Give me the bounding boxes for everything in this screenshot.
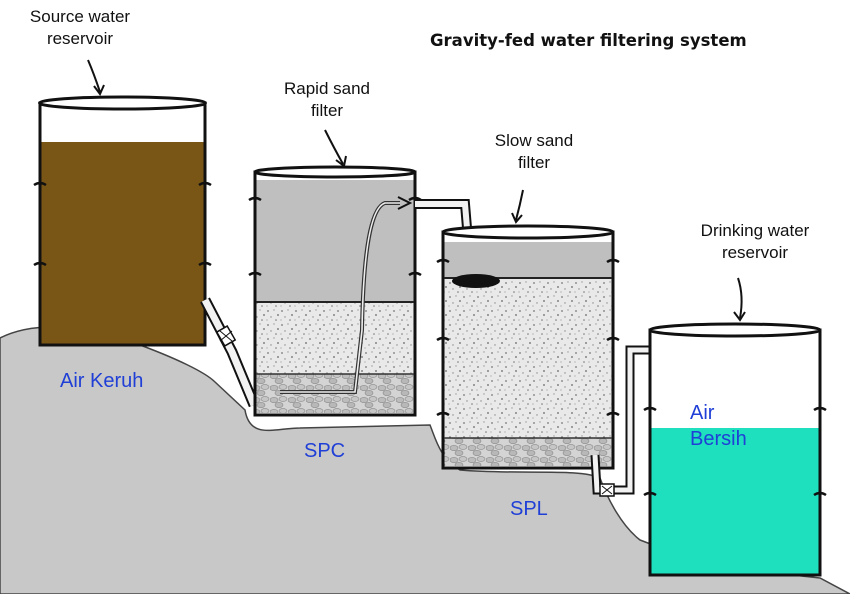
slow-sand-filter-label: Slow sand filter bbox=[470, 130, 598, 174]
rapid-sand-filter-label-line2: filter bbox=[310, 101, 344, 120]
air-bersih-label-line1: Air bbox=[690, 402, 715, 424]
drinking-water-reservoir-label-line1: Drinking water bbox=[700, 221, 810, 240]
label-pointer-arrows bbox=[87, 59, 746, 322]
pipe-source-to-rapid bbox=[200, 297, 260, 408]
air-keruh-label: Air Keruh bbox=[60, 370, 144, 392]
drinking-water-reservoir-tank bbox=[643, 322, 827, 577]
spc-label: SPC bbox=[304, 440, 346, 462]
pipe-slow-to-drinking bbox=[590, 345, 650, 497]
slow-sand-filter-label-line2: filter bbox=[517, 153, 551, 172]
slow-sand-filter-label-line1: Slow sand bbox=[494, 131, 574, 150]
slow-sand-filter-tank bbox=[436, 224, 620, 470]
rapid-sand-filter-tank bbox=[248, 165, 422, 417]
air-bersih-label-line2: Bersih bbox=[690, 428, 747, 450]
spl-label: SPL bbox=[510, 498, 548, 520]
source-reservoir-label-line1: Source water bbox=[29, 7, 131, 26]
rapid-sand-filter-label: Rapid sand filter bbox=[262, 78, 392, 122]
source-reservoir-label-line2: reservoir bbox=[46, 29, 114, 48]
rapid-sand-filter-label-line1: Rapid sand bbox=[283, 79, 370, 98]
drinking-water-reservoir-label-line2: reservoir bbox=[721, 243, 789, 262]
diagram-title: Gravity-fed water filtering system bbox=[430, 31, 747, 50]
source-reservoir-label: Source water reservoir bbox=[8, 6, 152, 50]
air-bersih-label: Air Bersih bbox=[690, 400, 747, 452]
source-reservoir-tank bbox=[33, 95, 212, 347]
drinking-water-reservoir-label: Drinking water reservoir bbox=[680, 220, 830, 264]
